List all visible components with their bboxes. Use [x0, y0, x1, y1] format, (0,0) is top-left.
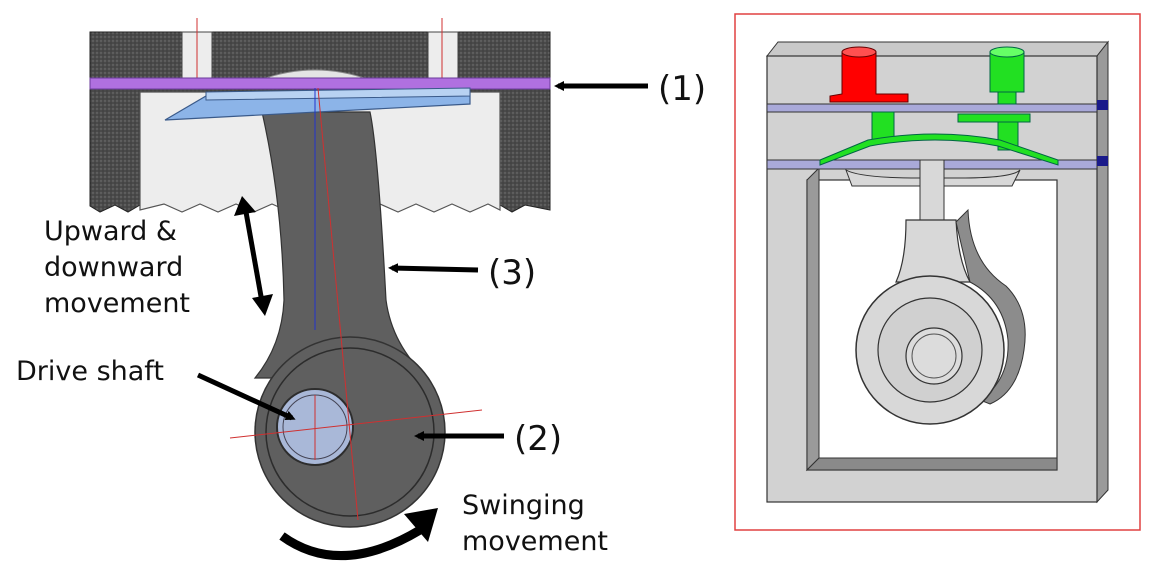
shaft-hub-inner: [911, 333, 957, 379]
rod-axis-line: [317, 87, 359, 521]
upward-label-line1: Upward &: [44, 216, 177, 247]
cross-section: (1) (3) (2) Upward & downward movement D…: [16, 18, 706, 561]
inlet-valve: [829, 51, 909, 103]
piston-stem: [919, 159, 945, 223]
inlet-valve-cap: [841, 46, 877, 58]
drive-shaft-label: Drive shaft: [16, 356, 164, 387]
swinging-label-line2: movement: [462, 526, 608, 557]
membrane: [89, 77, 551, 90]
swinging-label-line1: Swinging: [462, 490, 585, 521]
outlet-valve-flange: [957, 113, 1031, 123]
piston-plate-top: [205, 87, 471, 101]
upper-plate: [766, 103, 1098, 113]
outlet-port: [427, 31, 459, 81]
vertical-movement-arrow: [234, 196, 273, 316]
horizontal-axis-line: [229, 409, 483, 439]
part1-label: (1): [658, 69, 706, 109]
window-inner-bottom: [805, 457, 1058, 471]
shaft-hub: [905, 327, 963, 385]
outlet-valve-stem: [997, 91, 1017, 105]
drive-shaft-arrow: [196, 372, 296, 421]
window-inner-side: [806, 166, 820, 472]
upward-label-line2: downward: [44, 252, 183, 283]
outlet-valve-cap: [989, 46, 1025, 58]
swinging-arrow: [279, 508, 438, 561]
green-membrane: [819, 133, 1059, 166]
pump-3d-illustration: [734, 13, 1141, 531]
part3-label: (3): [488, 253, 536, 293]
outlet-valve-body: [989, 51, 1025, 93]
frame-top-face: [765, 41, 1110, 57]
part3-arrow: [388, 263, 479, 274]
frame-side-face: [1096, 40, 1109, 504]
eccentric-inner-ring: [265, 347, 435, 517]
rod-shadow: [955, 208, 1026, 405]
lower-plate-edge: [1097, 156, 1108, 166]
upper-plate-edge: [1097, 100, 1108, 110]
upward-label-line3: movement: [44, 288, 190, 319]
part2-label: (2): [514, 419, 562, 459]
